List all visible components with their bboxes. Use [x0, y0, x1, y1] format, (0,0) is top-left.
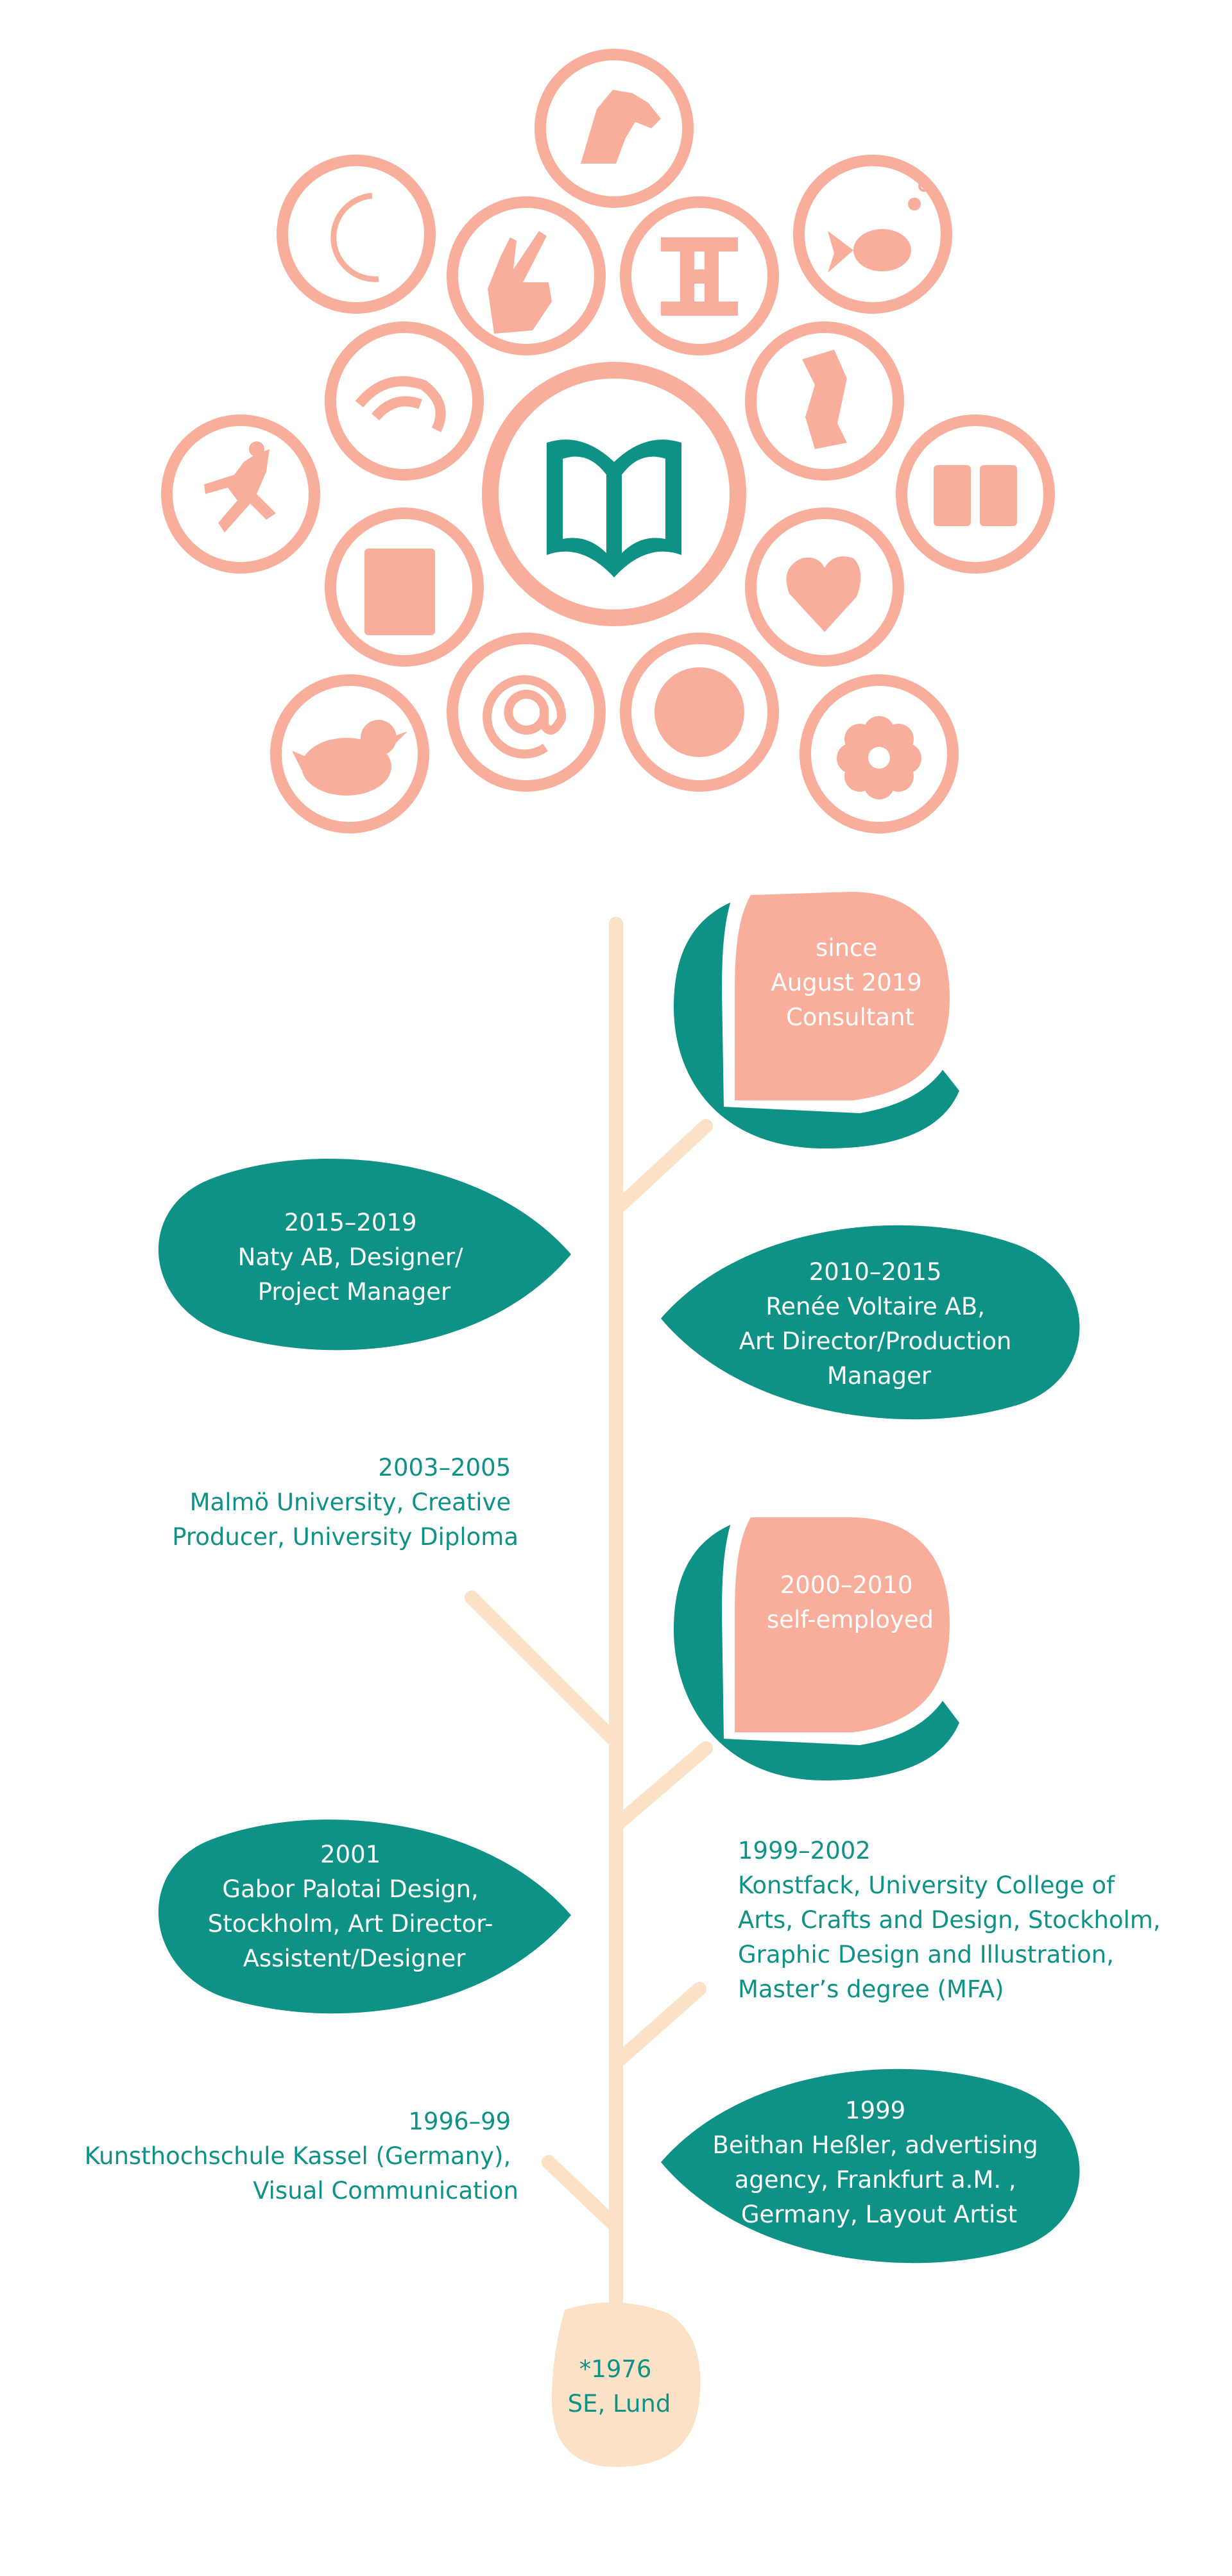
entry-2003-line: Malmö University, Creative	[190, 1488, 511, 1516]
crescent-icon	[330, 192, 379, 282]
bud-2000-line: self-employed	[767, 1606, 934, 1633]
petal-heart	[745, 508, 904, 667]
petal-at	[447, 633, 606, 792]
book-icon	[364, 549, 435, 635]
petal-donut	[800, 674, 959, 833]
leaf-2010-label: 2010–2015 Renée Voltaire AB, Art Directo…	[739, 1258, 1020, 1390]
bud-2000-label: 2000–2010 self-employed	[767, 1571, 934, 1633]
bud-2000-line: 2000–2010	[780, 1571, 913, 1599]
entry-2003-line: 2003–2005	[378, 1454, 511, 1481]
leaf-2001-line: 2001	[320, 1841, 381, 1868]
bud-2019-line: since	[816, 934, 877, 962]
entry-1999-2002-line: Graphic Design and Illustration,	[738, 1941, 1114, 1968]
entry-1999-2002-line: Arts, Crafts and Design, Stockholm,	[738, 1906, 1161, 1934]
leaf-2001-line: Stockholm, Art Director-	[208, 1910, 493, 1938]
leaf-2010-line: 2010–2015	[809, 1258, 942, 1286]
feather-icon	[802, 350, 847, 449]
entry-2003: 2003–2005 Malmö University, Creative Pro…	[172, 1454, 518, 1551]
leaf-1999-line: Germany, Layout Artist	[741, 2201, 1017, 2228]
bud-2000: 2000–2010 self-employed	[674, 1508, 963, 1780]
bud-2019-line: Consultant	[786, 1003, 914, 1031]
bud-2019-label: since August 2019 Consultant	[771, 934, 929, 1031]
entry-1996: 1996–99 Kunsthochschule Kassel (Germany)…	[85, 2108, 518, 2205]
leaf-2015-line: Naty AB, Designer/	[238, 1243, 463, 1271]
petal-horse	[535, 49, 694, 208]
bird-icon	[292, 720, 407, 796]
bud-2019-line: August 2019	[771, 969, 921, 996]
seed-line: SE, Lund	[568, 2390, 671, 2418]
open-book-icon	[547, 439, 681, 577]
stem	[465, 917, 713, 2310]
petal-fish	[793, 155, 952, 314]
entry-1999-2002-line: Konstfack, University College of	[738, 1872, 1115, 1899]
horse-head-icon	[581, 90, 661, 164]
petal-dot	[620, 633, 779, 792]
petal-h	[620, 196, 779, 355]
seed: *1976 SE, Lund	[552, 2302, 701, 2467]
petal-runner	[161, 414, 320, 574]
petal-crescent	[277, 155, 436, 314]
leaf-1999-line: 1999	[845, 2097, 905, 2124]
petal-feather	[745, 321, 904, 481]
petal-stamps	[896, 414, 1055, 574]
seed-label: *1976 SE, Lund	[568, 2355, 671, 2418]
donut-icon	[837, 716, 921, 799]
entry-2003-line: Producer, University Diploma	[172, 1523, 518, 1551]
leaf-1999-label: 1999 Beithan Heßler, advertising agency,…	[712, 2097, 1045, 2228]
entry-1996-line: 1996–99	[408, 2108, 511, 2135]
petal-swirl	[325, 321, 484, 481]
leaf-2015-line: 2015–2019	[284, 1209, 417, 1236]
entry-1996-line: Visual Communication	[253, 2177, 518, 2205]
leaf-2010-line: Art Director/Production	[739, 1327, 1012, 1355]
petal-bird	[270, 674, 429, 833]
leaf-2001-label: 2001 Gabor Palotai Design, Stockholm, Ar…	[208, 1841, 501, 1972]
seed-line: *1976	[579, 2355, 652, 2383]
entry-1999-2002: 1999–2002 Konstfack, University College …	[738, 1837, 1168, 2003]
leaf-2010-line: Renée Voltaire AB,	[766, 1293, 985, 1320]
leaf-1999-line: agency, Frankfurt a.M. ,	[735, 2166, 1016, 2194]
flower	[161, 49, 1055, 833]
leaf-2001-line: Gabor Palotai Design,	[222, 1875, 478, 1903]
entry-1999-2002-line: 1999–2002	[738, 1837, 871, 1864]
peace-hand-icon	[488, 231, 552, 334]
fish-icon	[828, 180, 930, 273]
leaf-2001-line: Assistent/Designer	[243, 1945, 466, 1972]
stamps-icon	[934, 465, 1017, 526]
running-figure-icon	[204, 441, 276, 533]
entry-1999-2002-line: Master’s degree (MFA)	[738, 1975, 1004, 2003]
dot-icon	[654, 667, 744, 757]
at-sign-icon	[483, 675, 567, 759]
bud-2019: since August 2019 Consultant	[674, 882, 963, 1148]
leaf-1999: 1999 Beithan Heßler, advertising agency,…	[661, 2068, 1080, 2264]
leaf-2015-label: 2015–2019 Naty AB, Designer/ Project Man…	[238, 1209, 471, 1306]
leaf-2001: 2001 Gabor Palotai Design, Stockholm, Ar…	[158, 1820, 572, 2014]
leaf-1999-line: Beithan Heßler, advertising	[712, 2131, 1038, 2159]
entry-1996-line: Kunsthochschule Kassel (Germany),	[85, 2142, 511, 2170]
leaf-2010: 2010–2015 Renée Voltaire AB, Art Directo…	[661, 1225, 1080, 1420]
petal-book	[325, 508, 484, 667]
leaf-2010-line: Manager	[827, 1362, 932, 1390]
h-letter-icon	[661, 237, 738, 316]
heart-icon	[786, 556, 861, 632]
petal-hand	[447, 196, 606, 355]
leaf-2015: 2015–2019 Naty AB, Designer/ Project Man…	[158, 1159, 572, 1351]
swirl-icon	[355, 376, 446, 432]
leaf-2015-line: Project Manager	[258, 1278, 451, 1306]
